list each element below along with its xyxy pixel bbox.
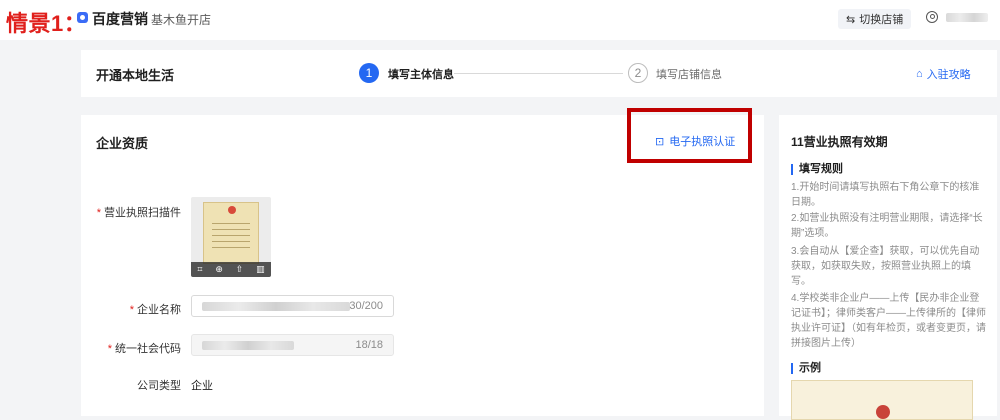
step2-label: 填写店铺信息 [656,69,722,81]
electronic-license-label: 电子执照认证 [669,136,736,148]
required-marker: * [96,207,101,219]
company-type-label: 公司类型 [137,380,181,392]
delete-icon[interactable]: ▥ [256,264,265,274]
company-name-label: *企业名称 [129,304,181,316]
license-field-label: *营业执照扫描件 [96,207,181,219]
required-marker: * [107,343,112,355]
char-counter: 30/200 [349,300,383,312]
guide-link[interactable]: ⌂ 入驻攻略 [916,66,971,82]
top-bar: 百度营销 基木鱼开店 ⇆ 切换店铺 [0,0,1000,40]
annotation-highlight-box [627,108,752,163]
help-title: 11营业执照有效期 [791,135,888,149]
store-name: 基木鱼开店 [151,13,212,27]
step1-label: 填写主体信息 [388,69,454,81]
validity-help-panel: 11营业执照有效期 填写规则 1.开始时间请填写执照右下角公章下的核准日期。 2… [779,115,997,420]
page-title: 开通本地生活 [96,68,175,83]
rule-item: 4.学校类非企业户——上传【民办非企业登记证书】；律师类客户——上传律所的【律师… [791,293,986,349]
section-title: 企业资质 [96,136,149,151]
upload-toolbar: ⌗ ⊕ ⇧ ▥ [191,262,271,277]
switch-store-button[interactable]: ⇆ 切换店铺 [838,9,912,29]
switch-store-label: 切换店铺 [859,14,904,26]
step-connector [454,73,623,74]
scene-annotation-label: 情景1： [6,11,87,36]
guide-link-label: 入驻攻略 [926,69,971,81]
credit-code-label: *统一社会代码 [107,343,181,355]
swap-arrows-icon: ⇆ [846,13,856,26]
rule-item: 3.会自动从【爱企查】获取，可以优先自动获取，如获取失败，按照营业执照上的填写。 [791,246,980,287]
license-thumbnail [203,202,259,264]
example-heading: 示例 [791,363,821,374]
example-license-image [791,380,973,420]
step2-indicator: 2 [628,63,648,83]
home-icon: ⌂ [916,68,923,80]
redacted-value [202,341,294,350]
brand-title: 百度营销 [92,11,148,27]
char-counter: 18/18 [355,339,383,351]
required-marker: * [129,304,134,316]
crop-icon[interactable]: ⌗ [197,264,203,274]
steps-card: 开通本地生活 1 填写主体信息 2 填写店铺信息 ⌂ 入驻攻略 [81,50,997,97]
license-upload[interactable]: ⌗ ⊕ ⇧ ▥ [191,197,271,277]
enterprise-qualification-card: 企业资质 ⊡ 电子执照认证 *营业执照扫描件 ⌗ ⊕ ⇧ ▥ *企业名称 30/… [81,108,764,416]
credit-code-input[interactable]: 18/18 [191,334,394,356]
redacted-value [202,302,350,311]
user-name-redacted[interactable] [946,13,988,22]
step1-indicator: 1 [359,63,379,83]
company-name-input[interactable]: 30/200 [191,295,394,317]
rule-item: 1.开始时间请填写执照右下角公章下的核准日期。 [791,182,980,208]
user-icon[interactable] [926,11,938,23]
certificate-icon: ⊡ [655,135,665,148]
upload-icon[interactable]: ⇧ [235,264,244,274]
baidu-logo-icon [77,12,88,23]
electronic-license-link[interactable]: ⊡ 电子执照认证 [655,133,735,149]
company-type-value: 企业 [191,380,213,392]
rules-heading: 填写规则 [791,164,843,175]
rule-item: 2.如营业执照没有注明营业期限，请选择“长期”选项。 [791,213,983,239]
zoom-icon[interactable]: ⊕ [215,264,223,274]
